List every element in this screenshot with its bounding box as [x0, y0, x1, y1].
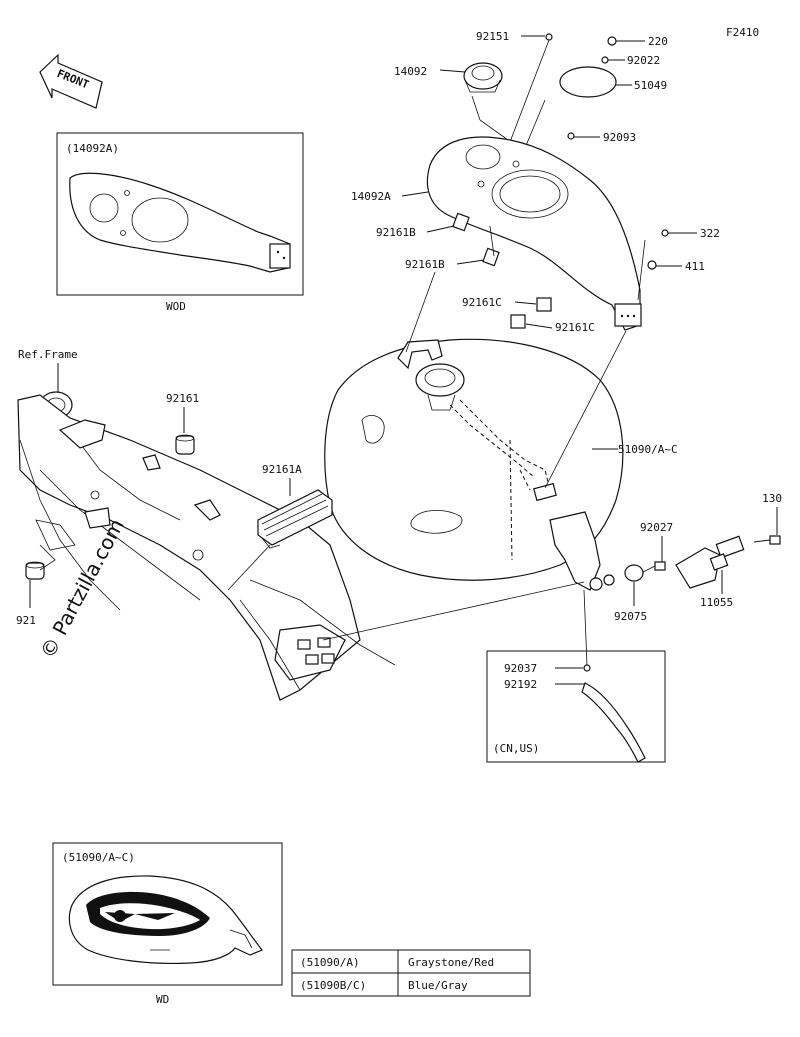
label-92161A: 92161A — [262, 463, 302, 476]
label-51049: 51049 — [634, 79, 667, 92]
wod-inset: (14092A) WOD — [56, 132, 304, 313]
label-92093: 92093 — [603, 131, 636, 144]
wd-inset-label: (51090/A~C) — [62, 851, 135, 864]
bumper-92161-lower — [25, 561, 45, 580]
ref-frame-label: Ref.Frame — [18, 348, 78, 361]
pad-92161C-2 — [510, 314, 526, 329]
dash-cover-14092A — [426, 136, 642, 331]
label-92037: 92037 — [504, 662, 537, 675]
label-92161B-2: 92161B — [405, 258, 445, 271]
label-92151: 92151 — [476, 30, 509, 43]
fuel-cap-14092 — [463, 62, 503, 93]
label-14092A: 14092A — [351, 190, 391, 203]
label-14092: 14092 — [394, 65, 427, 78]
label-92161C-1: 92161C — [462, 296, 502, 309]
pad-92161C-1 — [536, 297, 552, 312]
label-11055: 11055 — [700, 596, 733, 609]
watermark: © Partzilla.com — [35, 515, 129, 663]
front-arrow-icon: FRONT — [39, 53, 103, 109]
color-table-code-0: (51090/A) — [300, 956, 360, 969]
wd-caption: WD — [156, 993, 169, 1006]
color-table-color-1: Blue/Gray — [408, 979, 468, 992]
label-92075: 92075 — [614, 610, 647, 623]
color-table-color-0: Graystone/Red — [408, 956, 494, 969]
wod-inset-label: (14092A) — [66, 142, 119, 155]
color-table-code-1: (51090B/C) — [300, 979, 366, 992]
cnus-inset: (CN,US) — [486, 650, 666, 763]
grommet-92075 — [624, 564, 644, 582]
diagram-code: F2410 — [726, 26, 759, 39]
label-92161: 92161 — [166, 392, 199, 405]
pad-92161B-2 — [482, 247, 500, 267]
bumper-92161 — [142, 434, 195, 471]
label-92161C-2: 92161C — [555, 321, 595, 334]
label-322: 322 — [700, 227, 720, 240]
pad-92161A — [257, 489, 333, 549]
color-table: (51090/A) Graystone/Red (51090B/C) Blue/… — [291, 949, 531, 997]
wd-inset: (51090/A~C) WD — [52, 842, 283, 1006]
bolt-130 — [753, 535, 781, 545]
label-130: 130 — [762, 492, 782, 505]
label-51090: 51090/A~C — [618, 443, 678, 456]
fuel-tank-51090 — [324, 338, 624, 591]
label-411: 411 — [685, 260, 705, 273]
pad-92161B-1 — [452, 212, 470, 232]
label-92027: 92027 — [640, 521, 673, 534]
wod-caption: WOD — [166, 300, 186, 313]
label-92192: 92192 — [504, 678, 537, 691]
cnus-caption: (CN,US) — [493, 742, 539, 755]
label-220: 220 — [648, 35, 668, 48]
emblem-51049 — [559, 66, 617, 98]
label-92161B-1: 92161B — [376, 226, 416, 239]
fuel-cock-11055 — [675, 535, 745, 589]
label-92022: 92022 — [627, 54, 660, 67]
label-92161-cut: 921 — [16, 614, 36, 627]
oring-92027 — [654, 561, 666, 571]
